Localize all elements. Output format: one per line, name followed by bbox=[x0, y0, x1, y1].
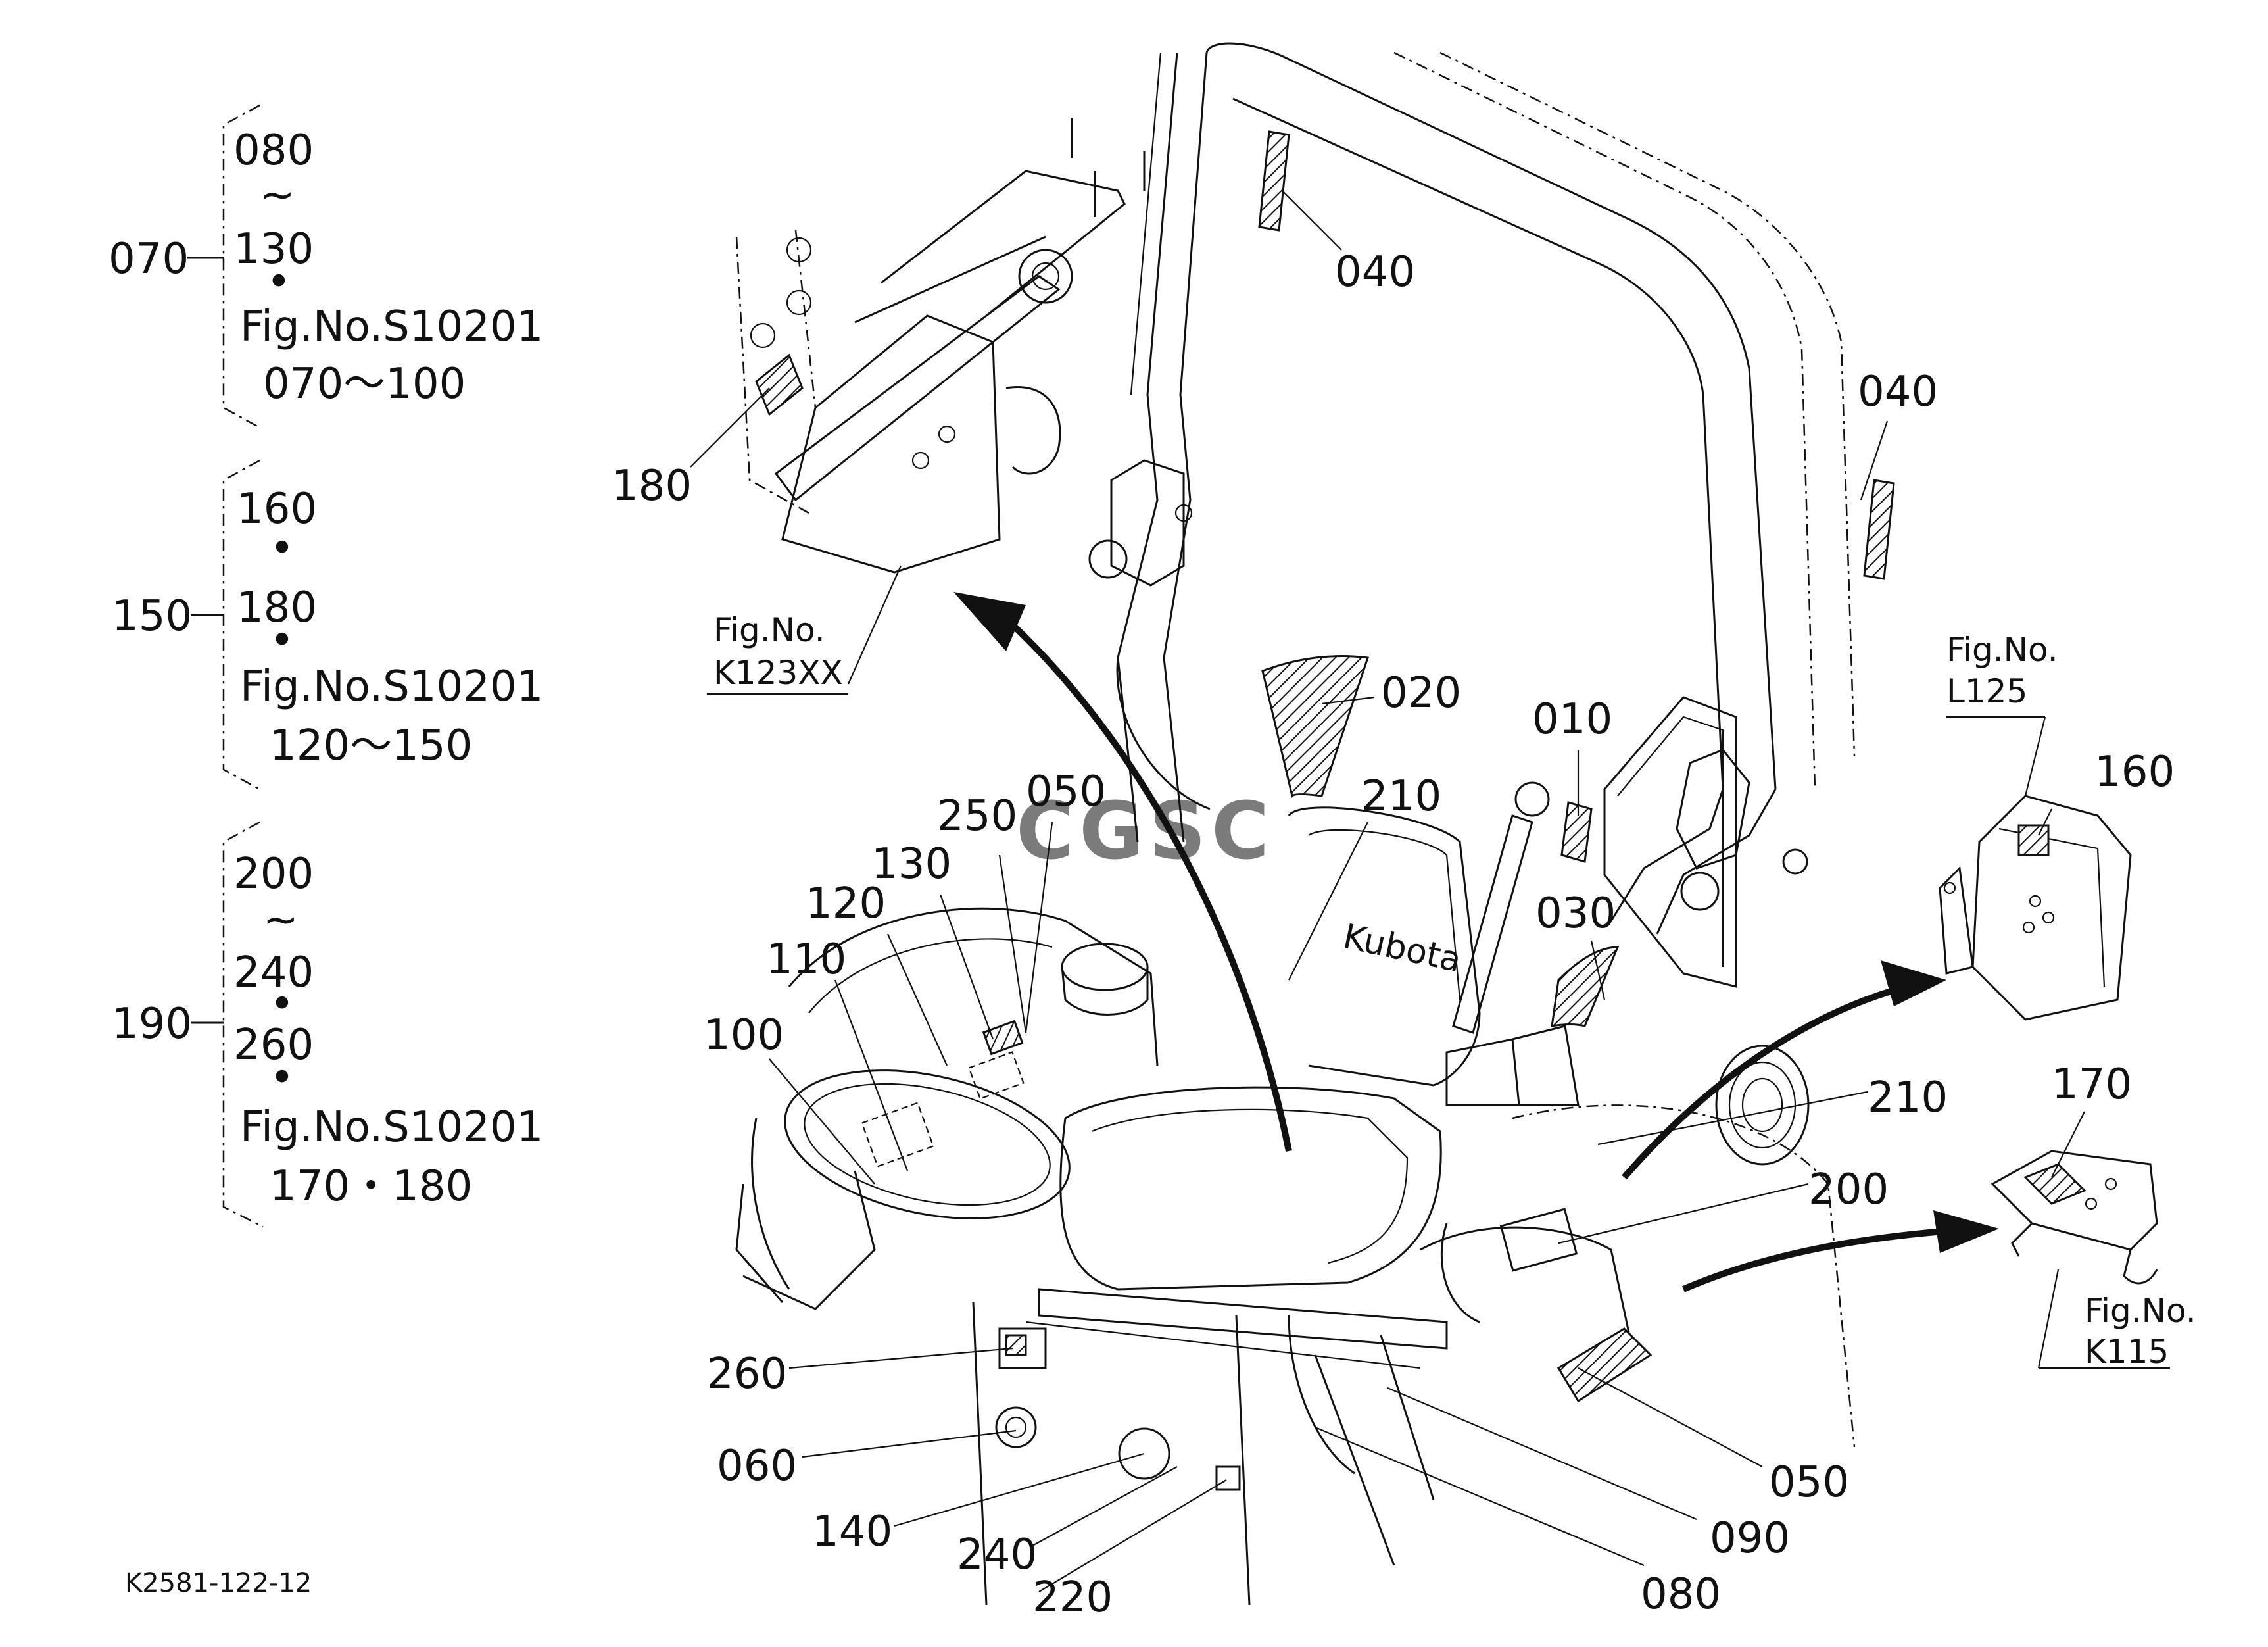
group-line: • bbox=[270, 616, 295, 665]
part-k115-drawing bbox=[1991, 1150, 2158, 1285]
callout-030: 030 bbox=[1535, 889, 1616, 938]
part-l125-drawing bbox=[1939, 795, 2132, 1021]
group-line: 240 bbox=[233, 948, 314, 997]
callout-130: 130 bbox=[871, 840, 952, 889]
group-line: ~ bbox=[260, 171, 295, 220]
group-line: 160 bbox=[237, 485, 317, 533]
figref-title: Fig.No. bbox=[2085, 1292, 2196, 1330]
figref-code: L125 bbox=[1946, 672, 2027, 710]
callout-050: 050 bbox=[1769, 1458, 1849, 1507]
callout-250: 250 bbox=[937, 792, 1017, 841]
group-parent-label: 070 bbox=[109, 235, 189, 283]
group-line: 260 bbox=[233, 1021, 314, 1069]
reference-arrows bbox=[953, 592, 1999, 1292]
seat-brand-mark: Kubota bbox=[1339, 917, 1464, 980]
group-line: 070～100 bbox=[263, 360, 466, 408]
callout-160: 160 bbox=[2094, 748, 2175, 797]
callout-100: 100 bbox=[704, 1011, 784, 1060]
figure-reference-l125: Fig.No. L125 bbox=[1946, 631, 2058, 710]
group-line: Fig.No.S10201 bbox=[240, 662, 543, 711]
callout-170: 170 bbox=[2052, 1060, 2132, 1109]
figref-code: K115 bbox=[2085, 1333, 2169, 1371]
group-line: 120～150 bbox=[270, 722, 472, 770]
group-line: 180 bbox=[237, 583, 317, 632]
rops-frame-drawing bbox=[1088, 42, 1895, 1034]
group-line: • bbox=[266, 258, 291, 307]
decal-010 bbox=[1560, 801, 1593, 863]
index-group-190: 190 200 ~ 240 • 260 • Fig.No.S10201 170・… bbox=[112, 821, 543, 1228]
callout-240: 240 bbox=[957, 1531, 1037, 1579]
group-line: 080 bbox=[233, 126, 314, 175]
callout-010: 010 bbox=[1532, 695, 1612, 744]
group-parent-label: 190 bbox=[112, 1000, 192, 1048]
callout-180: 180 bbox=[612, 462, 692, 510]
leader-lines bbox=[690, 190, 2170, 1592]
figref-title: Fig.No. bbox=[1946, 631, 2058, 669]
index-group-150: 150 160 • 180 • Fig.No.S10201 120～150 bbox=[112, 459, 543, 791]
decal-030 bbox=[1551, 946, 1620, 1027]
decal-050-lower bbox=[1556, 1327, 1653, 1403]
figure-reference-k115: Fig.No. K115 bbox=[2085, 1292, 2196, 1371]
index-group-070: 070 080 ~ 130 • Fig.No.S10201 070～100 bbox=[109, 104, 543, 429]
callout-090: 090 bbox=[1710, 1514, 1790, 1563]
group-line: 170・180 bbox=[270, 1162, 472, 1211]
callout-210: 210 bbox=[1868, 1073, 1948, 1122]
bracket-k123-drawing bbox=[735, 118, 1146, 574]
group-line: 130 bbox=[233, 225, 314, 274]
group-line: • bbox=[270, 524, 295, 573]
callout-140: 140 bbox=[812, 1508, 892, 1556]
callout-200: 200 bbox=[1808, 1166, 1889, 1214]
callout-020: 020 bbox=[1381, 669, 1461, 718]
callout-040: 040 bbox=[1335, 248, 1415, 297]
group-parent-label: 150 bbox=[112, 592, 192, 641]
figref-code: K123XX bbox=[713, 654, 843, 692]
callout-050: 050 bbox=[1026, 768, 1106, 816]
group-line: Fig.No.S10201 bbox=[240, 1103, 543, 1152]
callout-210: 210 bbox=[1361, 772, 1441, 821]
decal-040-upper bbox=[1258, 130, 1290, 232]
watermark-text: CGSC bbox=[1016, 786, 1274, 877]
group-line: Fig.No.S10201 bbox=[240, 303, 543, 351]
callout-120: 120 bbox=[806, 879, 886, 928]
callout-080: 080 bbox=[1641, 1570, 1721, 1619]
callout-060: 060 bbox=[717, 1442, 797, 1490]
drawing-code: K2581-122-12 bbox=[125, 1568, 312, 1598]
callout-labels: 040 040 020 010 210 030 050 250 130 120 … bbox=[612, 248, 2175, 1622]
callout-110: 110 bbox=[766, 935, 846, 984]
figure-reference-k123xx: Fig.No. K123XX bbox=[713, 611, 843, 692]
group-line: 200 bbox=[233, 850, 314, 898]
callout-220: 220 bbox=[1032, 1573, 1113, 1622]
group-line: ~ bbox=[263, 896, 299, 945]
decal-020 bbox=[1261, 655, 1370, 798]
group-line: • bbox=[270, 980, 295, 1029]
group-line: • bbox=[270, 1054, 295, 1102]
seat-operator-area-drawing: Kubota bbox=[735, 806, 1856, 1606]
callout-260: 260 bbox=[707, 1350, 787, 1398]
callout-040: 040 bbox=[1858, 368, 1938, 416]
decal-040-right bbox=[1863, 479, 1895, 580]
figref-title: Fig.No. bbox=[713, 611, 825, 649]
decal-180 bbox=[755, 353, 804, 416]
watermark-logo: CGSC bbox=[1016, 786, 1274, 877]
